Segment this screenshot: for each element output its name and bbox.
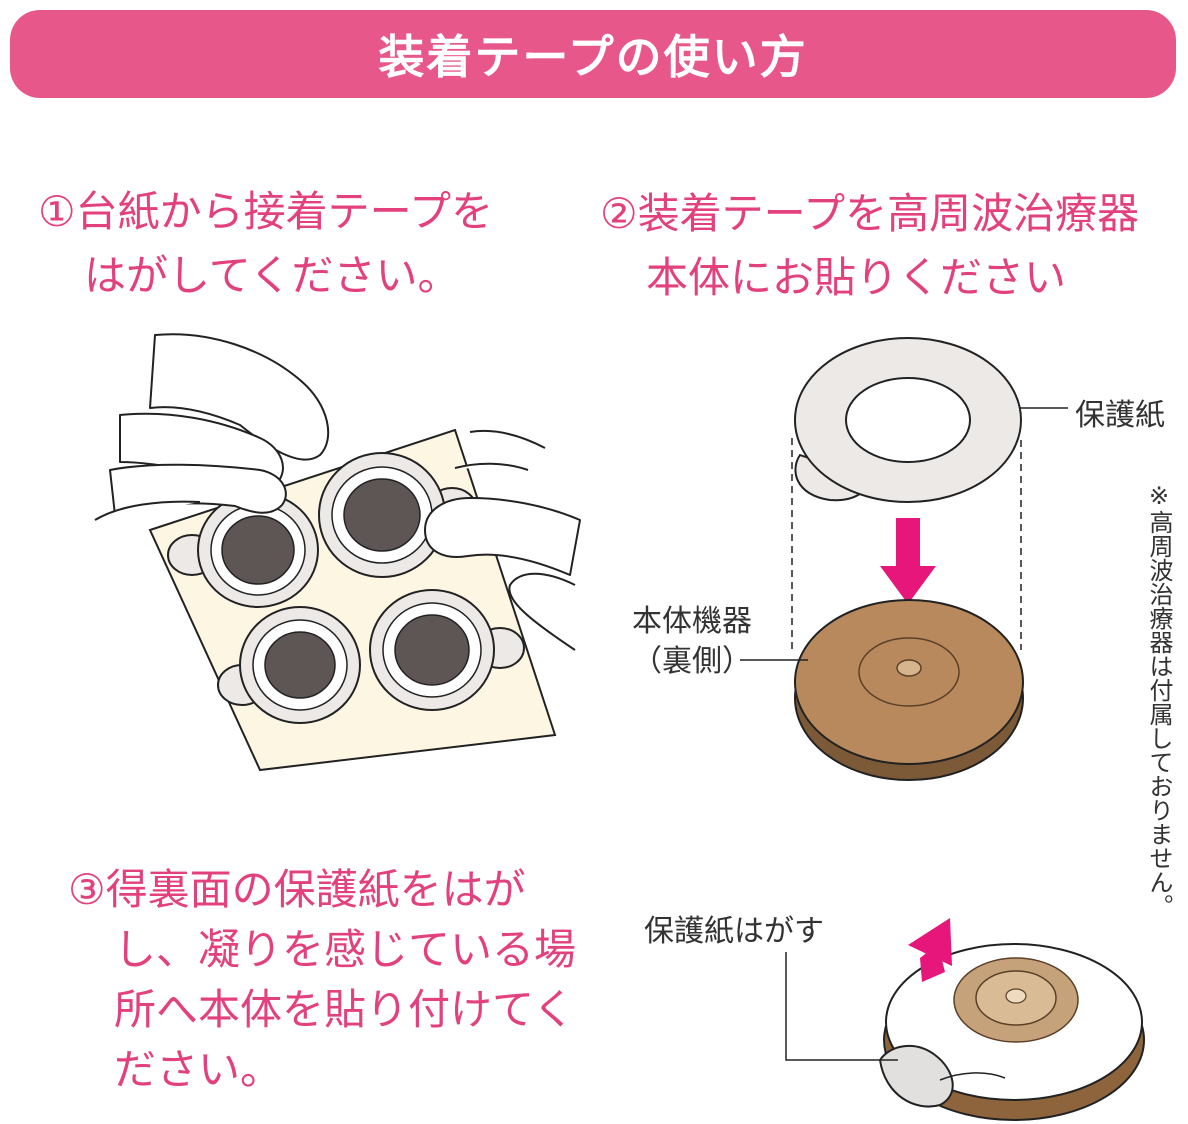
step-1-line-1: ①台紙から接着テープを: [38, 187, 494, 236]
vertical-note: ※高周波治療器は付属しておりません。: [1145, 482, 1173, 918]
step-3-line-4: ださい。: [114, 1045, 283, 1094]
tape-pad: [217, 606, 361, 724]
step-3-line-2: し、凝りを感じている場: [114, 925, 577, 974]
right-hand: [424, 429, 581, 651]
step-3-line-1: ③得裏面の保護紙をはが: [68, 865, 526, 914]
tape-pad: [369, 589, 525, 711]
protective-paper-label: 保護紙: [1075, 398, 1165, 433]
page-title: 装着テープの使い方: [378, 30, 808, 84]
step-2-line-2: 本体にお貼りください: [646, 253, 1067, 302]
step-3-line-3: 所へ本体を貼り付けてく: [114, 985, 575, 1034]
step-1-line-2: はがしてください。: [84, 251, 460, 300]
device-body: [794, 599, 1024, 781]
arrow-down-icon: [880, 518, 936, 604]
left-hand: [94, 333, 330, 521]
step-3-text: ③得裏面の保護紙をはが し、凝りを感じている場 所へ本体を貼り付けてく ださい。: [68, 860, 576, 1100]
title-banner: 装着テープの使い方: [10, 10, 1176, 98]
protective-paper-illustration: [740, 337, 1068, 781]
device-back-label: （裏側）: [632, 644, 752, 679]
step-2-text: ②装着テープを高周波治療器 本体にお貼りください: [600, 182, 1139, 310]
backing-sheet-illustration: [94, 333, 581, 772]
tape-pad: [167, 492, 319, 608]
peel-illustration: [785, 918, 1145, 1121]
device-body-label: 本体機器: [632, 604, 752, 639]
step-2-line-1: ②装着テープを高周波治療器: [600, 189, 1140, 238]
paper-hole: [845, 377, 971, 463]
step-1-text: ①台紙から接着テープを はがしてください。: [38, 180, 493, 308]
paper-tab: [878, 1044, 954, 1108]
peel-paper-label: 保護紙はがす: [644, 914, 824, 949]
leader-line: [785, 952, 898, 1061]
arrow-up-icon: [908, 918, 952, 982]
